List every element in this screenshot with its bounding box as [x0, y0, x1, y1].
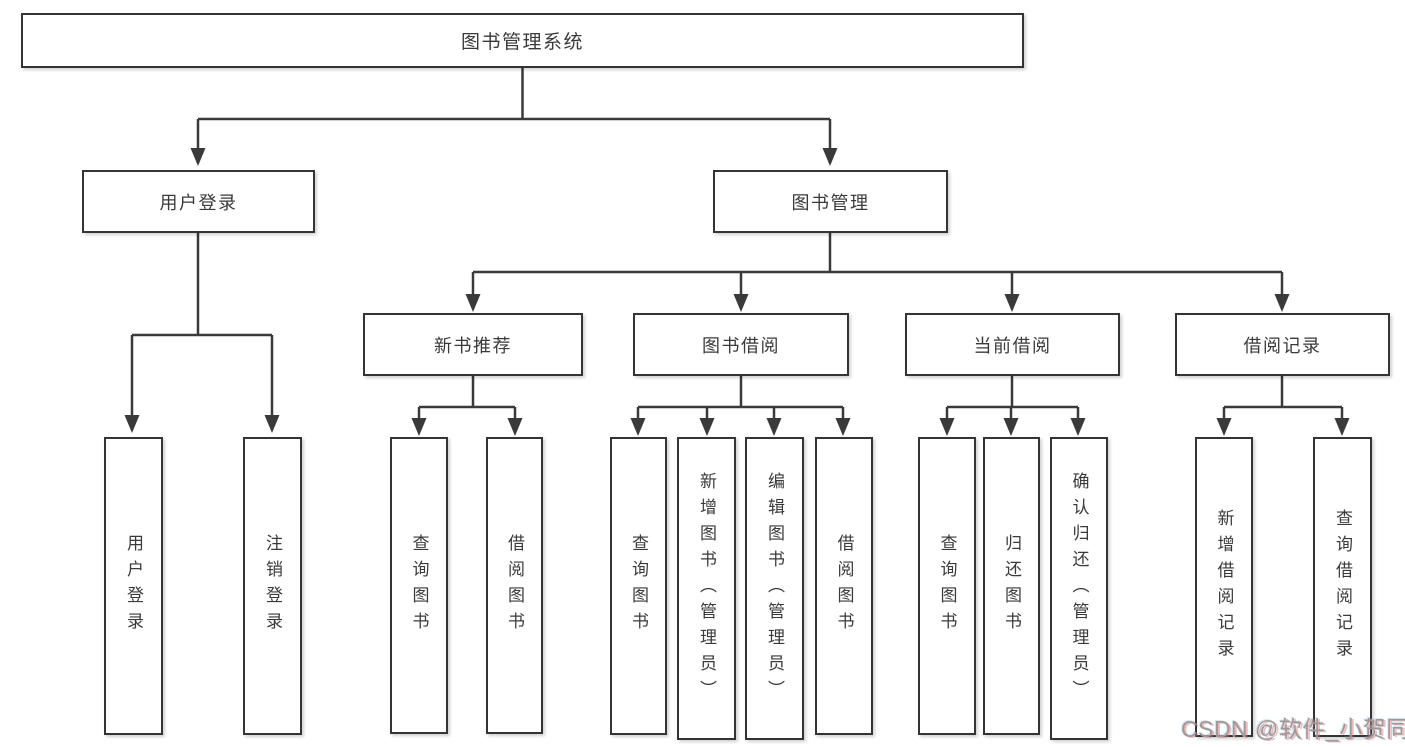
node-new-book-recommend: 新书推荐 [363, 313, 583, 376]
leaf-add-borrow-record-label: 新增借阅记录 [1214, 509, 1234, 665]
node-borrowing-records-label: 借阅记录 [1243, 335, 1322, 356]
leaf-user-login: 用户登录 [104, 437, 163, 735]
leaf-return-book: 归还图书 [983, 437, 1040, 735]
leaf-query-book-2: 查询图书 [610, 437, 667, 735]
node-current-borrowing: 当前借阅 [905, 313, 1120, 376]
node-borrowing-records: 借阅记录 [1175, 313, 1390, 376]
node-new-book-recommend-label: 新书推荐 [434, 335, 512, 356]
leaf-add-book-admin-label: 新增图书（管理员） [697, 471, 716, 706]
leaf-edit-book-admin-label: 编辑图书（管理员） [765, 471, 784, 706]
node-current-borrowing-label: 当前借阅 [973, 335, 1052, 356]
leaf-user-login-label: 用户登录 [124, 534, 143, 638]
leaf-confirm-return-admin-label: 确认归还（管理员） [1069, 471, 1089, 706]
node-library-system-label: 图书管理系统 [460, 32, 584, 53]
leaf-query-borrow-record: 查询借阅记录 [1313, 437, 1372, 737]
leaf-return-book-label: 归还图书 [1002, 534, 1021, 638]
node-user-login-label: 用户登录 [159, 192, 238, 213]
leaf-query-borrow-record-label: 查询借阅记录 [1333, 509, 1352, 665]
leaf-query-book-3-label: 查询图书 [937, 534, 957, 638]
node-book-management-label: 图书管理 [791, 192, 870, 213]
leaf-query-book-1: 查询图书 [390, 437, 448, 734]
leaf-add-borrow-record: 新增借阅记录 [1195, 437, 1253, 737]
leaf-borrow-book-1-label: 借阅图书 [505, 533, 524, 638]
leaf-logout-label: 注销登录 [263, 534, 282, 638]
leaf-borrow-book-2: 借阅图书 [815, 437, 873, 735]
leaf-add-book-admin: 新增图书（管理员） [677, 437, 736, 740]
csdn-watermark: CSDN @软件_小贺同学 [1181, 716, 1405, 742]
leaf-edit-book-admin: 编辑图书（管理员） [745, 437, 804, 740]
node-book-management: 图书管理 [713, 170, 948, 233]
leaf-query-book-1-label: 查询图书 [409, 533, 429, 638]
node-book-borrowing: 图书借阅 [633, 313, 849, 376]
leaf-query-book-3: 查询图书 [918, 437, 976, 735]
node-library-system: 图书管理系统 [21, 13, 1024, 68]
node-book-borrowing-label: 图书借阅 [702, 335, 780, 356]
node-user-login: 用户登录 [82, 170, 315, 233]
leaf-borrow-book-1: 借阅图书 [486, 437, 543, 734]
leaf-borrow-book-2-label: 借阅图书 [834, 534, 854, 638]
leaf-confirm-return-admin: 确认归还（管理员） [1050, 437, 1108, 740]
leaf-logout: 注销登录 [243, 437, 302, 735]
leaf-query-book-2-label: 查询图书 [629, 534, 648, 638]
